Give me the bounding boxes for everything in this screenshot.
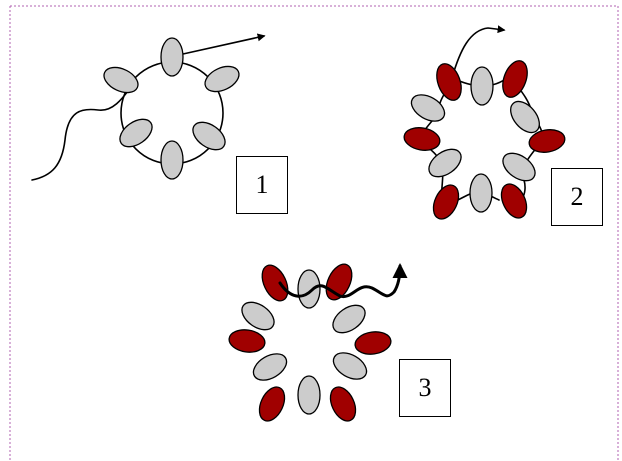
- bead-gray: [103, 66, 139, 94]
- bead-gray: [428, 148, 462, 178]
- bead-gray: [204, 65, 240, 93]
- bead-red: [436, 63, 462, 101]
- bead-gray: [119, 118, 153, 148]
- bead-gray: [160, 37, 184, 77]
- step1-exit-arrow: [182, 33, 266, 55]
- step3-thread: [278, 263, 408, 299]
- bead-gray: [297, 269, 321, 309]
- bead-gray: [502, 152, 536, 182]
- bead-gray: [470, 66, 494, 106]
- bead-red: [329, 386, 357, 422]
- step-1-label: 1: [236, 156, 288, 214]
- step1-diagram: [31, 33, 266, 181]
- bead-gray: [410, 94, 446, 122]
- step-2-label: 2: [551, 168, 603, 226]
- bead-gray: [192, 121, 226, 151]
- bead-gray: [469, 173, 493, 213]
- bead-red: [528, 129, 566, 153]
- bead-gray: [297, 375, 321, 415]
- step2-thread-right: [451, 75, 544, 204]
- bead-red: [258, 386, 286, 422]
- bead-red: [354, 331, 392, 355]
- step2-diagram: [403, 25, 566, 220]
- bead-red: [432, 184, 460, 220]
- step1-tail-thread: [31, 83, 134, 181]
- bead-red: [403, 127, 441, 151]
- bead-red: [500, 183, 528, 219]
- bead-red: [228, 329, 266, 353]
- step-3-label: 3: [399, 359, 451, 417]
- bead-gray: [160, 140, 184, 180]
- bead-red: [261, 264, 289, 302]
- bead-gray: [510, 100, 540, 134]
- bead-gray: [332, 352, 368, 380]
- bead-gray: [241, 301, 275, 331]
- bead-red: [325, 263, 353, 301]
- step3-diagram: [228, 263, 408, 422]
- bead-red: [502, 60, 528, 98]
- bead-gray: [332, 304, 366, 334]
- bead-gray: [252, 353, 288, 381]
